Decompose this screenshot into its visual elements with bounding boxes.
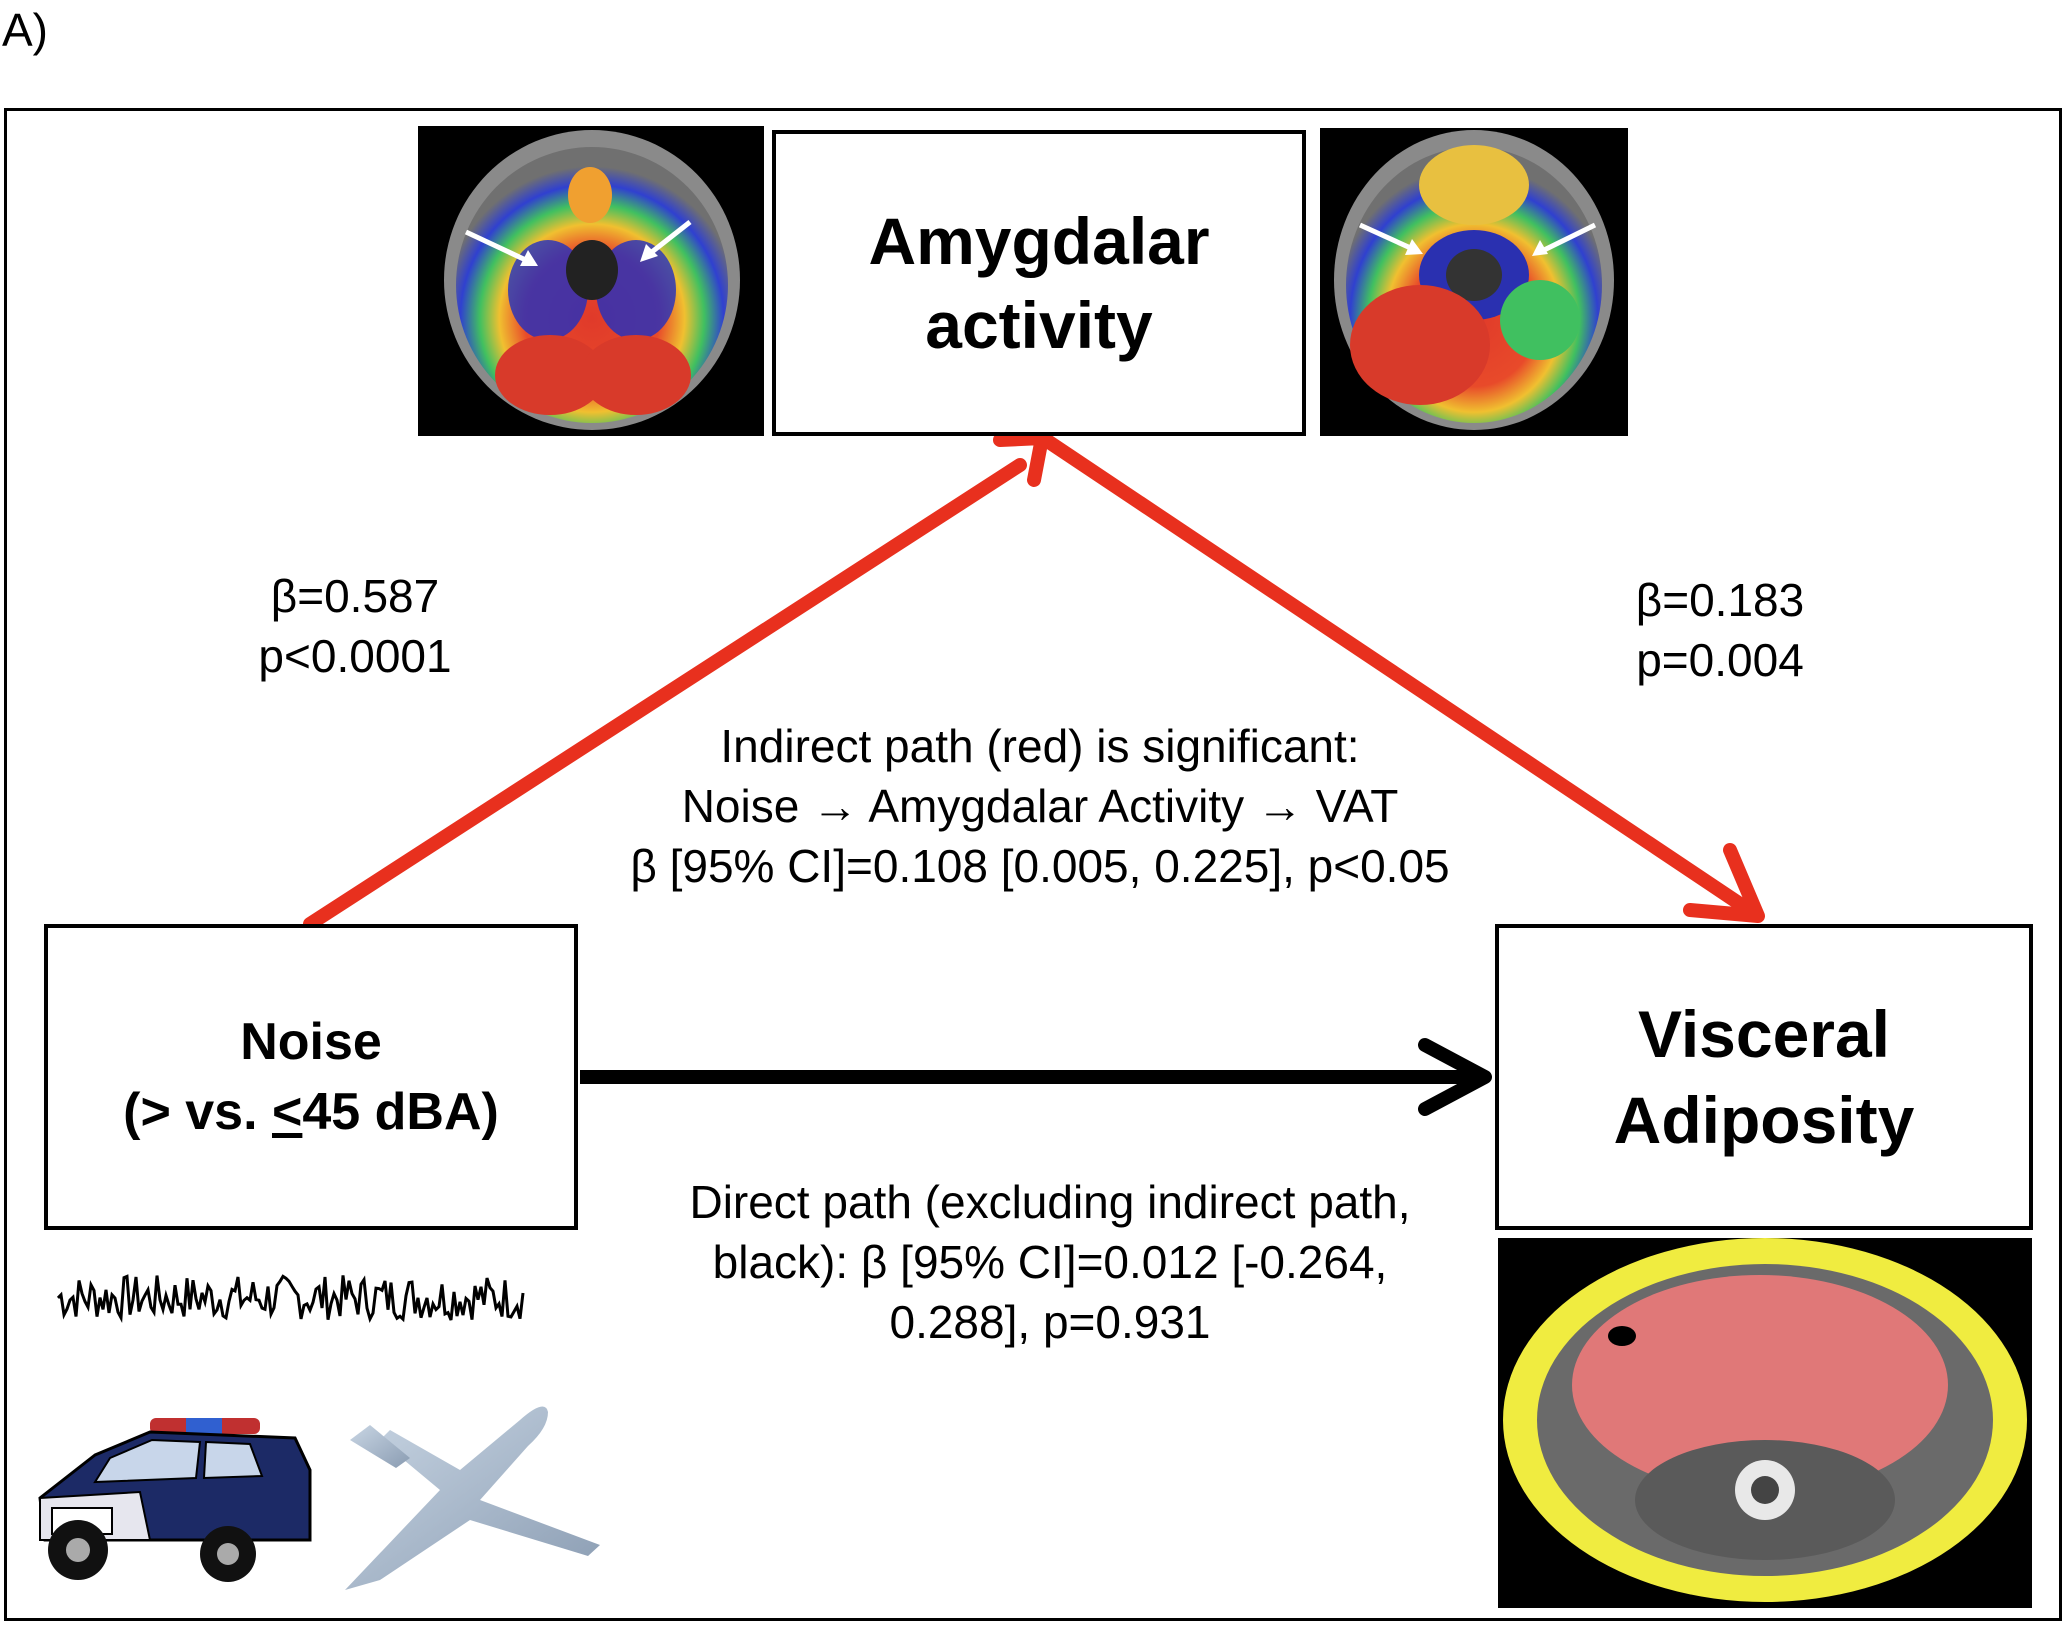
- node-vat-line2: Adiposity: [1613, 1083, 1915, 1157]
- node-visceral-adiposity: Visceral Adiposity: [1495, 924, 2033, 1230]
- indirect-line1: Indirect path (red) is significant:: [720, 720, 1360, 772]
- direct-line1: Direct path (excluding indirect path,: [689, 1176, 1411, 1228]
- node-amygdalar-activity: Amygdalar activity: [772, 130, 1306, 436]
- airplane-icon: [345, 1406, 600, 1590]
- node-noise: Noise (> vs. <45 dBA): [44, 924, 578, 1230]
- indirect-line3: β [95% CI]=0.108 [0.005, 0.225], p<0.05: [630, 840, 1450, 892]
- brain-pet-ct-scan-right: [1320, 128, 1628, 436]
- node-noise-line2: (> vs. <45 dBA): [123, 1077, 499, 1147]
- abdominal-ct-scan: [1498, 1238, 2032, 1608]
- node-noise-line2-suffix: 45 dBA): [302, 1083, 499, 1141]
- path-beta-left: β=0.587: [270, 570, 440, 622]
- path-p-left: p<0.0001: [258, 630, 452, 682]
- path-stat-amygdala-to-vat: β=0.183 p=0.004: [1600, 570, 1840, 690]
- node-vat-line1: Visceral: [1637, 997, 1890, 1071]
- node-noise-line1: Noise: [240, 1013, 382, 1071]
- direct-line3: 0.288], p=0.931: [889, 1296, 1211, 1348]
- indirect-path-annotation: Indirect path (red) is significant: Nois…: [540, 716, 1540, 896]
- police-car-icon: [38, 1418, 312, 1582]
- path-stat-noise-to-amygdala: β=0.587 p<0.0001: [225, 566, 485, 686]
- path-p-right: p=0.004: [1636, 634, 1804, 686]
- node-noise-line2-underlined: <: [272, 1083, 303, 1141]
- noise-waveform: [56, 1274, 525, 1324]
- direct-line2: black): β [95% CI]=0.012 [-0.264,: [712, 1236, 1388, 1288]
- node-noise-line2-prefix: (> vs.: [123, 1083, 272, 1141]
- figure-frame: [4, 108, 2062, 1621]
- panel-label: A): [2, 4, 48, 56]
- node-amygdalar-line2: activity: [925, 288, 1153, 362]
- node-amygdalar-line1: Amygdalar: [868, 204, 1210, 278]
- indirect-line2: Noise → Amygdalar Activity → VAT: [681, 780, 1399, 832]
- brain-pet-ct-scan-left: [418, 126, 764, 436]
- path-beta-right: β=0.183: [1635, 574, 1805, 626]
- direct-path-annotation: Direct path (excluding indirect path, bl…: [560, 1172, 1540, 1352]
